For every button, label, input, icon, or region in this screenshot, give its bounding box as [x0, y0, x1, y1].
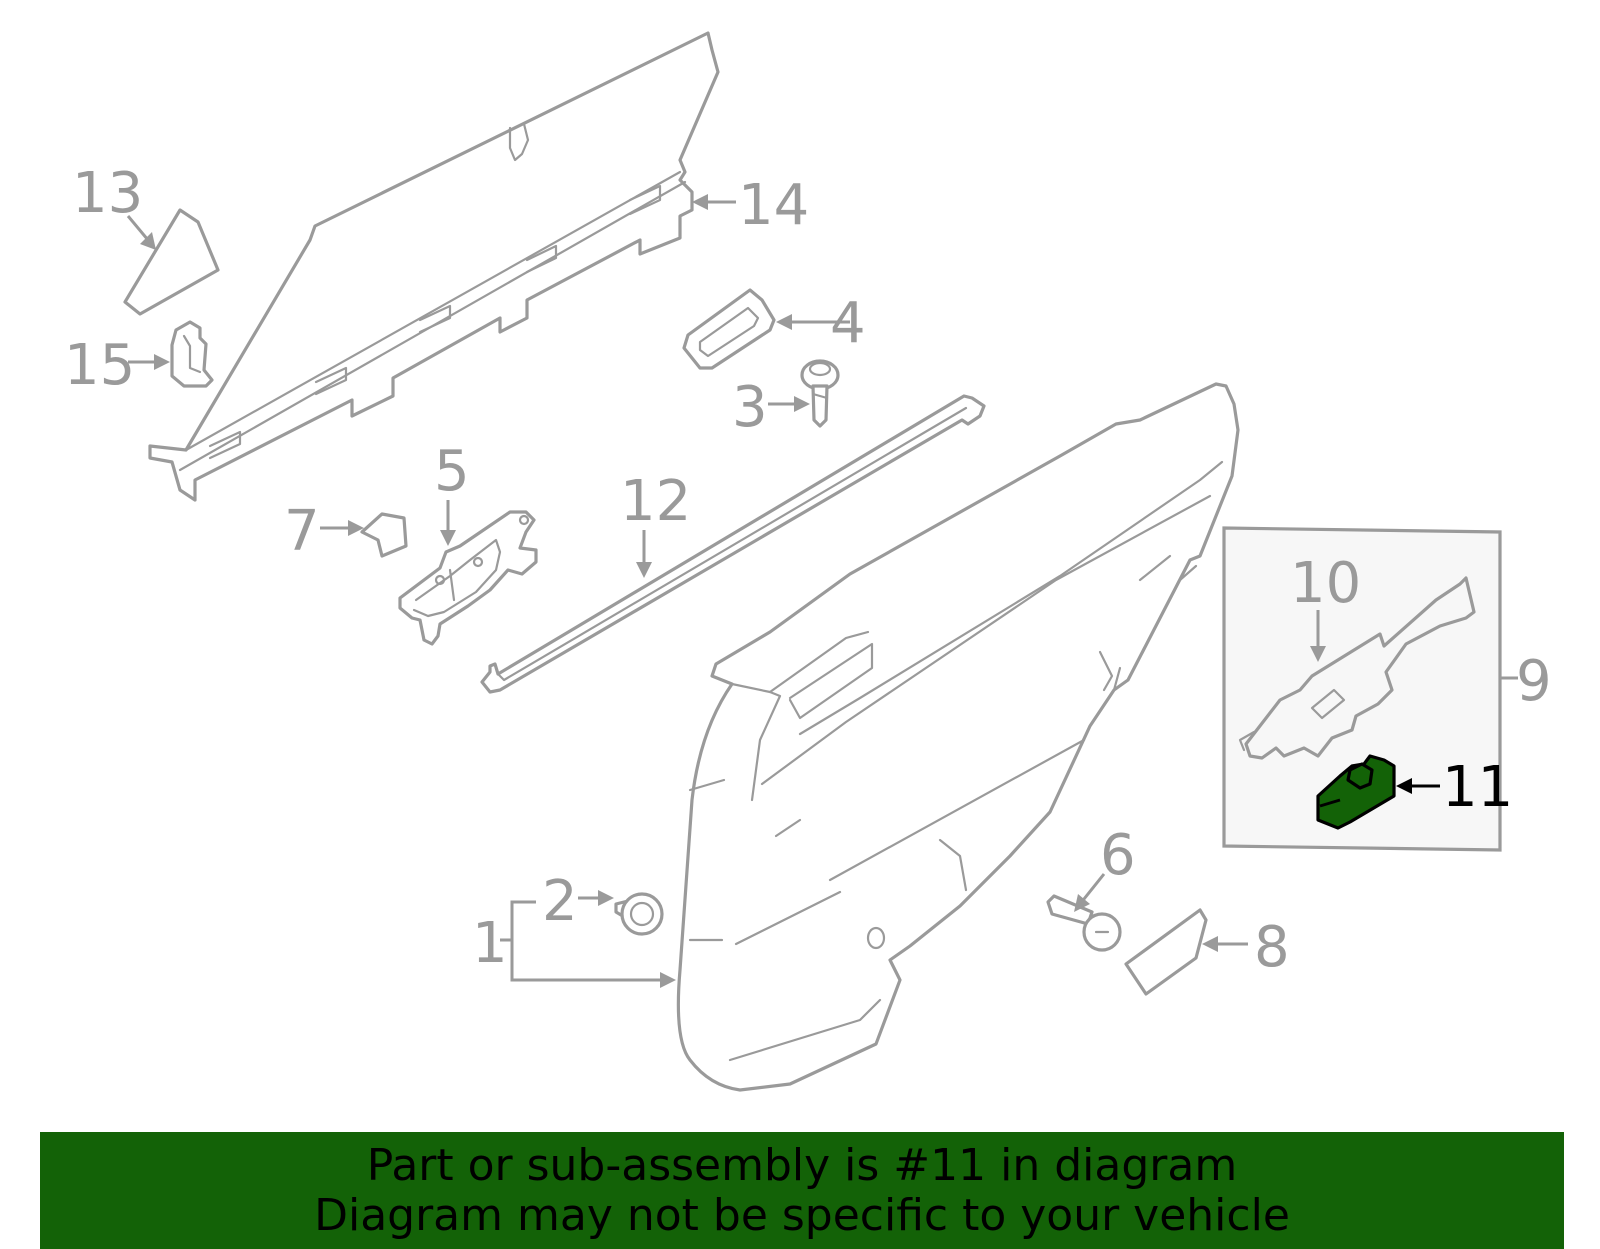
part-5-inner-handle: [398, 510, 538, 646]
callout-3: 3: [732, 375, 768, 440]
callout-6: 6: [1100, 823, 1136, 888]
part-15-clip: [170, 320, 214, 388]
part-6-screw: [1046, 894, 1122, 952]
info-banner: Part or sub-assembly is #11 in diagram D…: [40, 1132, 1564, 1249]
callout-15-group: 15: [64, 333, 170, 398]
callout-13: 13: [72, 161, 143, 226]
part-3-screw: [800, 359, 840, 428]
callout-7-group: 7: [284, 499, 364, 564]
part-8-cover: [1124, 908, 1208, 996]
callout-2-group: 2: [542, 869, 614, 934]
callout-10-group: 10: [1290, 551, 1361, 662]
callout-9: 9: [1516, 649, 1552, 714]
part-4-handle-bezel: [682, 288, 776, 370]
callout-11: 11: [1442, 755, 1513, 820]
callout-4-group: 4: [776, 291, 866, 356]
part-11-window-switch: [1316, 754, 1396, 830]
callout-5: 5: [434, 439, 470, 504]
callout-8: 8: [1254, 915, 1290, 980]
callout-1: 1: [472, 911, 508, 976]
banner-line-2: Diagram may not be specific to your vehi…: [314, 1189, 1290, 1241]
inset-box-part-9: [1222, 526, 1502, 852]
callout-14: 14: [738, 173, 809, 238]
callout-4: 4: [830, 291, 866, 356]
callout-1-group: 1: [472, 900, 676, 988]
callout-14-group: 14: [692, 173, 809, 238]
callout-8-group: 8: [1202, 915, 1290, 980]
part-14-upper-panel: [148, 31, 720, 502]
callout-9-group: 9: [1500, 649, 1552, 714]
callout-6-group: 6: [1074, 823, 1136, 912]
callout-12: 12: [620, 469, 691, 534]
part-1-door-trim-panel: [676, 382, 1240, 1092]
callout-2: 2: [542, 869, 578, 934]
part-2-clip: [614, 892, 664, 936]
callout-11-group: 11: [1396, 755, 1513, 820]
callout-15: 15: [64, 333, 135, 398]
callout-13-group: 13: [72, 161, 156, 250]
part-10-switch-bezel: [1238, 576, 1476, 760]
callout-5-group: 5: [434, 439, 470, 546]
part-7-bracket: [360, 512, 408, 558]
part-12-weatherstrip: [480, 394, 986, 694]
callout-7: 7: [284, 499, 320, 564]
callout-3-group: 3: [732, 375, 810, 440]
callout-10: 10: [1290, 551, 1361, 616]
banner-line-1: Part or sub-assembly is #11 in diagram: [366, 1139, 1238, 1191]
callout-12-group: 12: [620, 469, 691, 578]
part-13-triangle-trim: [123, 208, 220, 316]
